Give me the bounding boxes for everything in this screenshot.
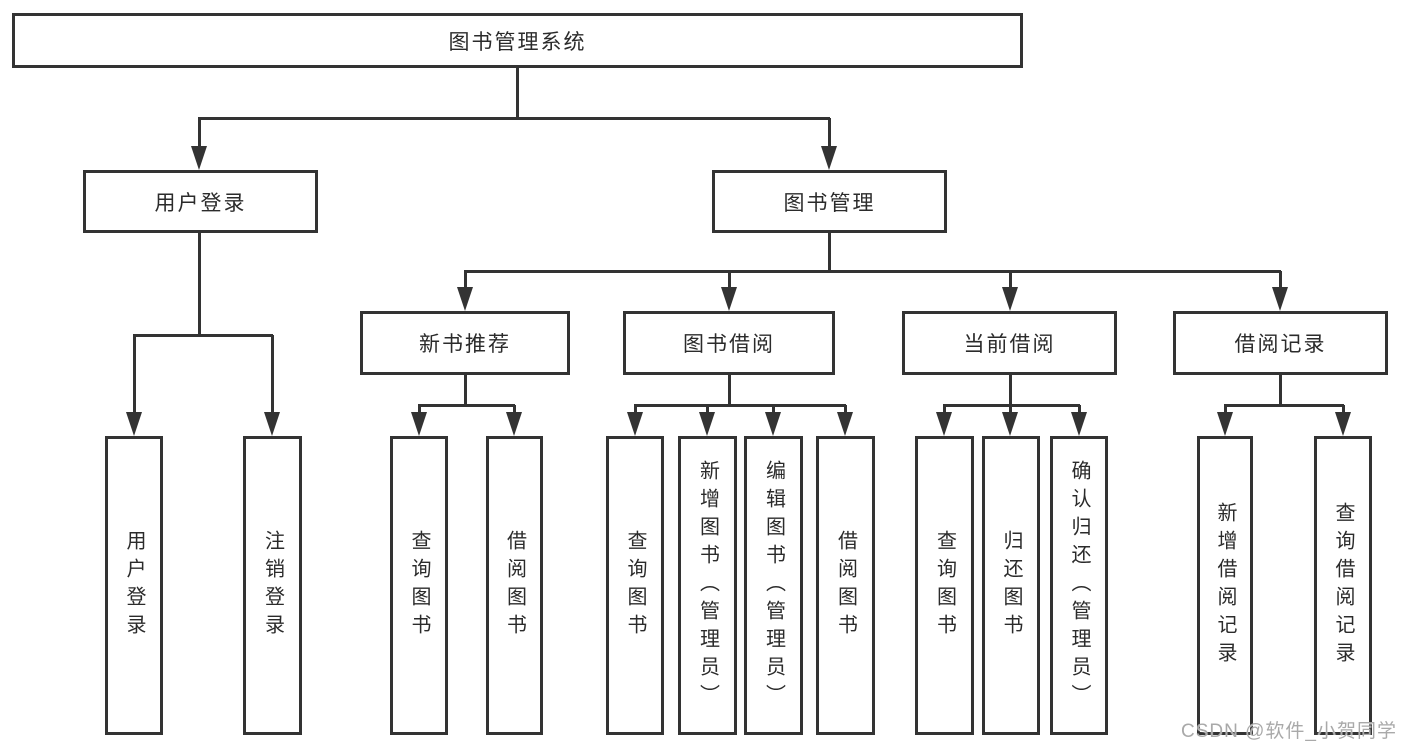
node-leaf-query-borrow-record-label: 查询借阅记录 [1332,501,1354,670]
node-leaf-borrow-books-borrowing-label: 借阅图书 [834,529,857,642]
node-leaf-query-books-borrowing-label: 查询图书 [624,529,646,642]
edge-borrowing-bus-line [634,404,846,407]
edge-to-confirm-return-arrowhead-icon [1071,412,1087,436]
node-leaf-add-borrow-record-label: 新增借阅记录 [1214,501,1236,670]
edge-to-add-books-line [706,405,709,418]
edge-to-borrowing-records-line [1279,271,1282,293]
node-leaf-add-books-admin-label: 新增图书（管理员） [696,459,719,712]
node-leaf-add-books-admin: 新增图书（管理员） [678,436,737,735]
node-leaf-logout: 注销登录 [243,436,302,735]
node-leaf-query-borrow-record: 查询借阅记录 [1314,436,1372,735]
node-leaf-confirm-return-admin-label: 确认归还（管理员） [1068,459,1090,712]
edge-to-add-record-line [1224,405,1227,418]
edge-to-add-record-arrowhead-icon [1217,412,1233,436]
edge-to-leaf-user-login-arrowhead-icon [126,412,142,436]
edge-to-query-record-arrowhead-icon [1335,412,1351,436]
edge-to-borrow-borrowing-line [844,405,847,418]
edge-to-leaf-user-login-line [133,335,136,418]
node-leaf-query-books-current: 查询图书 [915,436,974,735]
node-root-label: 图书管理系统 [448,30,587,54]
node-new-book-recommend-label: 新书推荐 [419,333,511,356]
node-book-management-label: 图书管理 [783,191,876,215]
csdn-watermark: CSDN @软件_小贺同学 [1181,721,1397,742]
node-leaf-query-books-current-label: 查询图书 [933,529,956,642]
edge-to-user-login-arrowhead-icon [191,146,207,170]
node-book-management: 图书管理 [712,170,947,233]
edge-to-current-borrowing-line [1009,271,1012,293]
node-leaf-logout-label: 注销登录 [261,529,284,642]
edge-user-login-stem-line [198,233,201,335]
node-leaf-add-borrow-record: 新增借阅记录 [1197,436,1253,735]
node-new-book-recommend: 新书推荐 [360,311,570,375]
edge-to-query-recommend-arrowhead-icon [411,412,427,436]
node-borrowing-records: 借阅记录 [1173,311,1388,375]
node-current-borrowing: 当前借阅 [902,311,1117,375]
node-user-login-label: 用户登录 [154,191,247,215]
node-leaf-borrow-books-borrowing: 借阅图书 [816,436,875,735]
edge-book-mgmt-stem-line [828,233,831,271]
edge-root-stem-line [516,68,519,118]
node-leaf-query-books-borrowing: 查询图书 [606,436,664,735]
edge-to-book-management-line [828,118,831,152]
node-root: 图书管理系统 [12,13,1023,68]
edge-to-edit-books-arrowhead-icon [765,412,781,436]
edge-recommend-bus-line [418,404,515,407]
edge-to-book-management-arrowhead-icon [821,146,837,170]
edge-to-query-borrowing-line [634,405,637,418]
node-leaf-return-books-label: 归还图书 [1000,529,1022,642]
edge-to-add-books-arrowhead-icon [699,412,715,436]
node-leaf-user-login: 用户登录 [105,436,163,735]
edge-to-new-book-recommend-arrowhead-icon [457,287,473,311]
edge-level3-bus-line [464,270,1281,273]
edge-to-borrow-recommend-arrowhead-icon [506,412,522,436]
node-leaf-query-books-recommend: 查询图书 [390,436,448,735]
node-borrowing-records-label: 借阅记录 [1234,333,1327,356]
edge-to-return-books-arrowhead-icon [1002,412,1018,436]
edge-to-borrowing-records-arrowhead-icon [1272,287,1288,311]
edge-to-edit-books-line [772,405,775,418]
edge-to-query-current-line [943,405,946,418]
edge-to-book-borrowing-arrowhead-icon [721,287,737,311]
edge-to-query-current-arrowhead-icon [936,412,952,436]
edge-to-return-books-line [1009,405,1012,418]
edge-records-bus-line [1224,404,1344,407]
edge-to-new-book-recommend-line [464,271,467,293]
edge-to-leaf-logout-arrowhead-icon [264,412,280,436]
edge-to-query-recommend-line [418,405,421,418]
node-leaf-user-login-label: 用户登录 [123,529,145,642]
edge-to-user-login-line [198,118,201,152]
edge-records-stem-line [1279,375,1282,405]
edge-user-login-bus-line [133,334,273,337]
node-leaf-edit-books-admin: 编辑图书（管理员） [744,436,803,735]
node-leaf-query-books-recommend-label: 查询图书 [408,529,430,642]
edge-to-borrow-recommend-line [513,405,516,418]
node-leaf-return-books: 归还图书 [982,436,1040,735]
node-leaf-confirm-return-admin: 确认归还（管理员） [1050,436,1108,735]
edge-recommend-stem-line [464,375,467,405]
node-leaf-borrow-books-recommend: 借阅图书 [486,436,543,735]
node-leaf-borrow-books-recommend-label: 借阅图书 [503,529,526,642]
edge-to-borrow-borrowing-arrowhead-icon [837,412,853,436]
node-book-borrowing-label: 图书借阅 [683,333,775,356]
node-current-borrowing-label: 当前借阅 [963,333,1056,356]
edge-to-leaf-logout-line [271,335,274,418]
edge-to-current-borrowing-arrowhead-icon [1002,287,1018,311]
node-leaf-edit-books-admin-label: 编辑图书（管理员） [762,459,785,712]
edge-level2-bus-line [198,117,830,120]
edge-to-query-borrowing-arrowhead-icon [627,412,643,436]
node-book-borrowing: 图书借阅 [623,311,835,375]
edge-to-confirm-return-line [1078,405,1081,418]
edge-borrowing-stem-line [728,375,731,405]
edge-to-query-record-line [1342,405,1345,418]
edge-current-stem-line [1009,375,1012,405]
edge-to-book-borrowing-line [728,271,731,293]
node-user-login: 用户登录 [83,170,318,233]
